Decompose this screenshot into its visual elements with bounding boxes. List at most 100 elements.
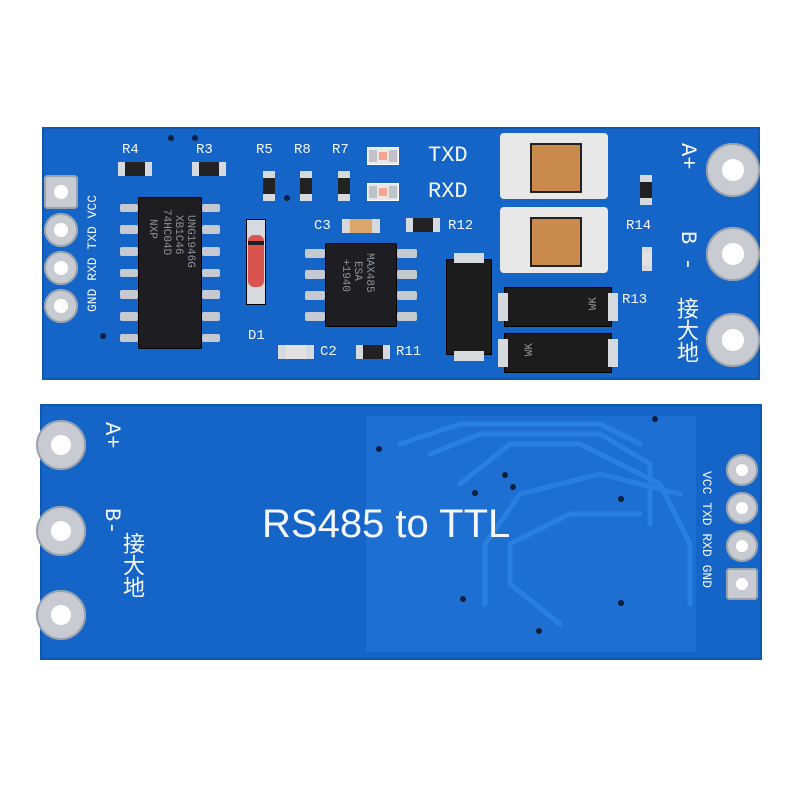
back-header-pad-txd xyxy=(726,492,758,524)
led-rxd xyxy=(367,183,399,201)
via xyxy=(510,484,516,490)
trace xyxy=(507,511,643,627)
ic-pin xyxy=(202,246,220,256)
back-traces xyxy=(397,421,693,627)
diode-smb xyxy=(446,253,492,361)
ic-pin xyxy=(305,249,325,258)
ic-pin xyxy=(202,225,220,234)
via xyxy=(376,446,382,452)
resistor-r13 xyxy=(642,247,652,272)
label-txd: TXD xyxy=(428,143,468,168)
back-right-header-label: VCC TXD RXD GND xyxy=(699,471,714,589)
resistor-r7 xyxy=(338,171,350,201)
trace xyxy=(457,441,693,607)
chip-74hc04d-marking-2: 74HC04D xyxy=(160,209,172,255)
label-r11: R11 xyxy=(396,344,422,360)
label-c3: C3 xyxy=(314,218,331,234)
ic-pin xyxy=(397,270,417,279)
label-r4: R4 xyxy=(122,142,139,158)
chip-text-line: 74HC04D xyxy=(160,209,173,256)
ic-pin xyxy=(397,312,417,321)
chip-74hc04d-marking-4: UNG1946G xyxy=(184,215,196,268)
ic-pin xyxy=(202,290,220,300)
via xyxy=(502,472,508,478)
ic-pin xyxy=(202,312,220,321)
tvs-diode-1-marking: WK xyxy=(588,297,600,311)
header-pad-vcc xyxy=(44,289,78,323)
label-r5: R5 xyxy=(256,142,273,158)
via xyxy=(168,135,174,141)
via xyxy=(536,628,542,634)
label-rxd: RXD xyxy=(428,179,468,204)
chip-74hc04d: NXP 74HC04D XB1C46 UNG1946G xyxy=(138,197,202,349)
label-r8: R8 xyxy=(294,142,311,158)
ic-pin xyxy=(305,312,325,321)
diode-d1 xyxy=(246,219,266,305)
resistor-r12 xyxy=(406,218,440,232)
ic-pin xyxy=(397,249,417,258)
chip-text-line: XB1C46 xyxy=(172,215,185,255)
back-label-b-minus: B- xyxy=(99,508,124,535)
diode-d1-band xyxy=(248,241,264,245)
fuse-2-body xyxy=(530,217,582,267)
chip-text-line: MAX485 xyxy=(363,253,376,293)
back-header-pad-vcc xyxy=(726,454,758,486)
header-pad-txd xyxy=(44,251,78,285)
resistor-r14 xyxy=(640,175,652,205)
label-c2: C2 xyxy=(320,344,337,360)
header-pad-rxd xyxy=(44,213,78,247)
left-header-label: GND RXD TXD VCC xyxy=(85,194,100,312)
ic-pin xyxy=(120,333,138,343)
back-pad-a xyxy=(36,420,86,470)
tvs-diode-2-tab-r xyxy=(608,339,618,367)
diode-smb-tab-top xyxy=(454,253,484,263)
chip-max485-marking-3: +1940 xyxy=(339,259,351,292)
via xyxy=(100,333,106,339)
chip-74hc04d-marking-3: XB1C46 xyxy=(172,215,184,255)
led-txd-core xyxy=(379,152,387,160)
diode-d1-body xyxy=(248,235,264,287)
ic-pin xyxy=(202,268,220,278)
chip-text-line: UNG1946G xyxy=(184,215,197,268)
via xyxy=(472,490,478,496)
back-label-a-plus: A+ xyxy=(99,422,124,449)
via xyxy=(460,596,466,602)
ic-pin xyxy=(202,333,220,343)
header-pad-gnd xyxy=(44,175,78,209)
board-title: RS485 to TTL xyxy=(262,502,511,546)
back-header-pad-gnd xyxy=(726,568,758,600)
ic-pin xyxy=(120,290,138,300)
tvs-diode-2: WK xyxy=(498,333,618,373)
diode-smb-tab-bottom xyxy=(454,351,484,361)
terminal-pad-a xyxy=(706,143,760,197)
label-b-minus: B - xyxy=(675,231,700,271)
fuse-2 xyxy=(500,207,608,273)
via xyxy=(618,496,624,502)
ic-pin xyxy=(305,270,325,279)
via xyxy=(618,600,624,606)
ic-pin xyxy=(120,246,138,256)
back-pad-gnd xyxy=(36,590,86,640)
ic-pin xyxy=(202,203,220,213)
capacitor-c2 xyxy=(278,345,315,359)
chip-max485: MAX485 ESA +1940 xyxy=(325,243,397,327)
ic-pin xyxy=(397,291,417,300)
chip-max485-marking-2: ESA xyxy=(351,261,363,281)
ic-pin xyxy=(120,312,138,321)
pcb-front: GND RXD TXD VCC A+ B - 接大地 NXP 74HC04D X… xyxy=(42,127,760,380)
fuse-1 xyxy=(500,133,608,199)
pcb-back: RS485 to TTL A+ B- 接大地 VCC TXD RXD GND xyxy=(36,404,762,660)
fuse-1-body xyxy=(530,143,582,193)
tvs-diode-1-tab-l xyxy=(498,293,508,321)
resistor-r4 xyxy=(118,162,152,176)
capacitor-c3 xyxy=(342,219,380,233)
tvs-diode-2-marking: WK xyxy=(524,343,536,357)
chip-max485-marking: MAX485 xyxy=(363,253,375,293)
via xyxy=(652,416,658,422)
via xyxy=(192,135,198,141)
chip-74hc04d-marking: NXP xyxy=(146,219,158,239)
label-r14: R14 xyxy=(626,218,652,234)
terminal-pad-b xyxy=(706,227,760,281)
terminal-pad-gnd xyxy=(706,313,760,367)
led-rxd-core xyxy=(379,188,387,196)
